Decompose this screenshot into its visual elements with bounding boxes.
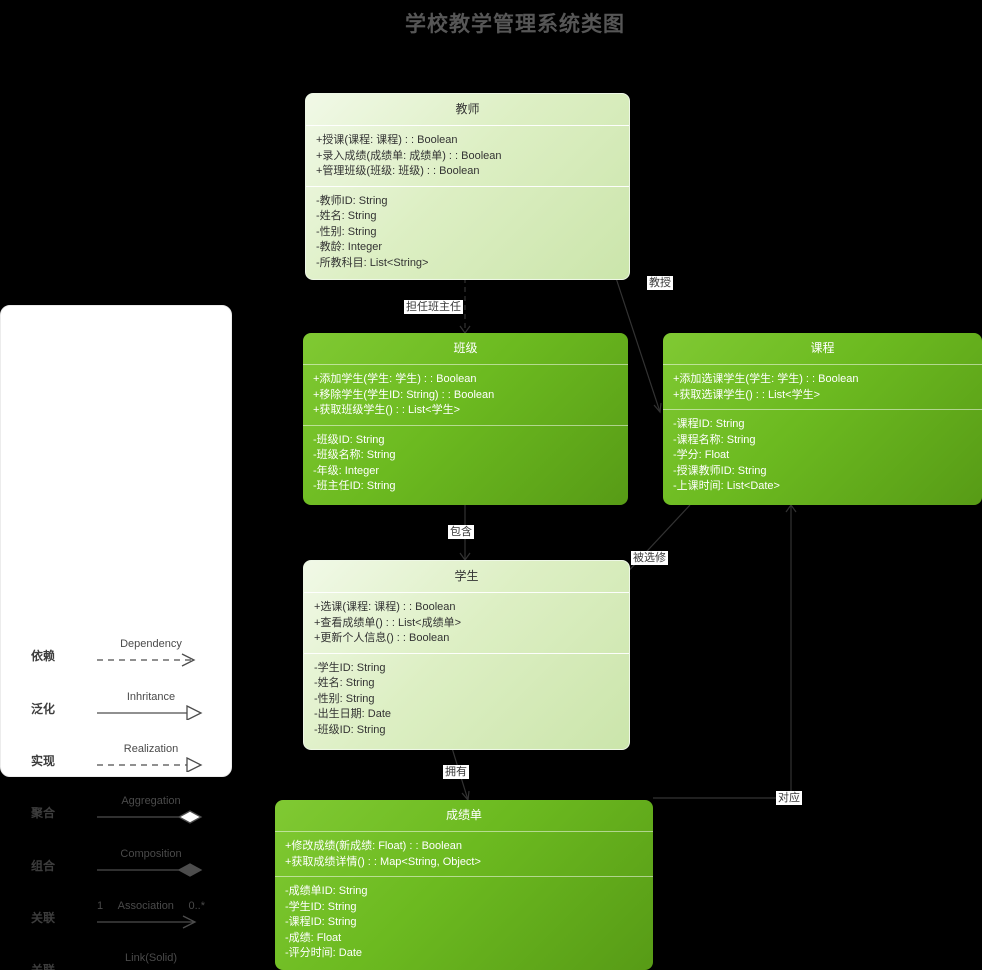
methods-section: +添加选课学生(学生: 学生) : : Boolean +获取选课学生() : … [663, 364, 982, 409]
legend-row-dependency: 依赖 Dependency [1, 631, 231, 667]
link-solid-line-icon: Link(Solid) [125, 952, 177, 964]
method-line: +录入成绩(成绩单: 成绩单) : : Boolean [316, 149, 502, 162]
legend-label: 组合 [31, 859, 56, 873]
class-node-report-card[interactable]: 成绩单 +修改成绩(新成绩: Float) : : Boolean +获取成绩详… [275, 800, 653, 970]
relation-label-contains[interactable]: 包含 [448, 525, 474, 539]
method-line: +获取选课学生() : : List<学生> [673, 388, 820, 401]
legend-label: 泛化 [31, 702, 56, 716]
attributes-section: -教师ID: String -姓名: String -性别: String -教… [306, 185, 629, 278]
attribute-line: -授课教师ID: String [673, 464, 767, 477]
legend-row-inheritance: 泛化 Inhritance [1, 684, 231, 720]
edge-teaches [615, 277, 661, 413]
attribute-line: -学生ID: String [314, 661, 386, 674]
methods-section: +修改成绩(新成绩: Float) : : Boolean +获取成绩详情() … [275, 831, 653, 876]
attribute-line: -课程ID: String [673, 418, 745, 430]
method-line: +添加学生(学生: 学生) : : Boolean [313, 373, 477, 385]
legend-panel: 依赖 Dependency 泛化 Inhritance 实现 [0, 305, 232, 970]
edge-corresponds-arrow [785, 503, 797, 513]
relation-label-corresponds[interactable]: 对应 [776, 791, 802, 805]
method-line: +授课(课程: 课程) : : Boolean [316, 134, 458, 146]
attribute-line: -教师ID: String [316, 194, 388, 207]
class-title: 学生 [454, 569, 479, 583]
relation-label-homeroom[interactable]: 担任班主任 [404, 300, 463, 314]
relation-label-teaches[interactable]: 教授 [647, 276, 673, 290]
attribute-line: -课程名称: String [673, 433, 756, 446]
attribute-line: -姓名: String [314, 677, 375, 689]
legend-label: 关联 [31, 911, 56, 925]
attribute-line: -姓名: String [316, 210, 377, 222]
attribute-line: -年级: Integer [313, 464, 380, 477]
attribute-line: -性别: String [314, 692, 375, 705]
attribute-line: -班级名称: String [313, 449, 396, 461]
attribute-line: -班级ID: String [313, 433, 385, 446]
method-line: +获取成绩详情() : : Map<String, Object> [285, 855, 481, 868]
attribute-line: -课程ID: String [285, 916, 357, 928]
relation-label-elected[interactable]: 被选修 [631, 551, 668, 565]
legend-label: 聚合 [31, 806, 56, 820]
attribute-line: -成绩单ID: String [285, 885, 368, 897]
method-line: +修改成绩(新成绩: Float) : : Boolean [285, 840, 462, 852]
dependency-arrow-icon: Dependency [97, 638, 205, 667]
legend-row-link-solid: 关联 Link(Solid) [1, 945, 231, 970]
edge-teaches-arrow [653, 402, 662, 414]
methods-section: +添加学生(学生: 学生) : : Boolean +移除学生(学生ID: St… [303, 364, 628, 425]
attribute-line: -教龄: Integer [316, 241, 383, 253]
attribute-line: -班主任ID: String [313, 480, 396, 492]
class-title: 成绩单 [445, 808, 482, 822]
attribute-line: -评分时间: Date [285, 947, 363, 959]
class-node-teacher[interactable]: 教师 +授课(课程: 课程) : : Boolean +录入成绩(成绩单: 成绩… [305, 93, 630, 280]
class-node-banji[interactable]: 班级 +添加学生(学生: 学生) : : Boolean +移除学生(学生ID:… [303, 333, 628, 505]
attribute-line: -成绩: Float [285, 931, 342, 944]
method-line: +添加选课学生(学生: 学生) : : Boolean [673, 373, 859, 385]
method-line: +移除学生(学生ID: String) : : Boolean [313, 388, 495, 401]
realization-arrow-icon: Realization [97, 743, 205, 772]
method-line: +查看成绩单() : : List<成绩单> [314, 616, 461, 629]
method-line: +选课(课程: 课程) : : Boolean [314, 601, 456, 613]
legend-label: 关联 [31, 963, 56, 970]
class-title: 课程 [810, 341, 835, 355]
attribute-line: -上课时间: List<Date> [673, 480, 780, 492]
methods-section: +选课(课程: 课程) : : Boolean +查看成绩单() : : Lis… [304, 592, 629, 653]
legend-label: 依赖 [31, 649, 56, 663]
legend-row-composition: 组合 Composition [1, 841, 231, 877]
inheritance-arrow-icon: Inhritance [97, 691, 205, 720]
methods-section: +授课(课程: 课程) : : Boolean +录入成绩(成绩单: 成绩单) … [306, 125, 629, 186]
page-title: 学校教学管理系统类图 [405, 13, 625, 36]
class-node-course[interactable]: 课程 +添加选课学生(学生: 学生) : : Boolean +获取选课学生()… [663, 333, 982, 505]
class-node-student[interactable]: 学生 +选课(课程: 课程) : : Boolean +查看成绩单() : : … [303, 560, 630, 750]
method-line: +管理班级(班级: 班级) : : Boolean [316, 165, 480, 177]
aggregation-diamond-icon: Aggregation [97, 795, 205, 824]
attributes-section: -班级ID: String -班级名称: String -年级: Integer… [303, 424, 628, 501]
attribute-line: -出生日期: Date [314, 708, 392, 720]
legend-row-realization: 实现 Realization [1, 736, 231, 772]
method-line: +获取班级学生() : : List<学生> [313, 404, 460, 416]
legend-label: 实现 [31, 754, 56, 768]
method-line: +更新个人信息() : : Boolean [314, 632, 450, 644]
composition-diamond-icon: Composition [97, 848, 205, 877]
attributes-section: -成绩单ID: String -学生ID: String -课程ID: Stri… [275, 876, 653, 968]
class-title: 教师 [455, 102, 480, 116]
edge-corresponds [653, 505, 792, 799]
legend-row-aggregation: 聚合 Aggregation [1, 788, 231, 824]
attribute-line: -班级ID: String [314, 723, 386, 736]
class-title: 班级 [453, 341, 478, 355]
attributes-section: -学生ID: String -姓名: String -性别: String -出… [304, 652, 629, 745]
relation-label-owns[interactable]: 拥有 [443, 765, 469, 779]
edge-elected [621, 504, 691, 579]
attribute-line: -性别: String [316, 225, 377, 238]
attribute-line: -学生ID: String [285, 900, 357, 913]
attributes-section: -课程ID: String -课程名称: String -学分: Float -… [663, 409, 982, 501]
attribute-line: -所教科目: List<String> [316, 256, 429, 269]
attribute-line: -学分: Float [673, 449, 730, 461]
